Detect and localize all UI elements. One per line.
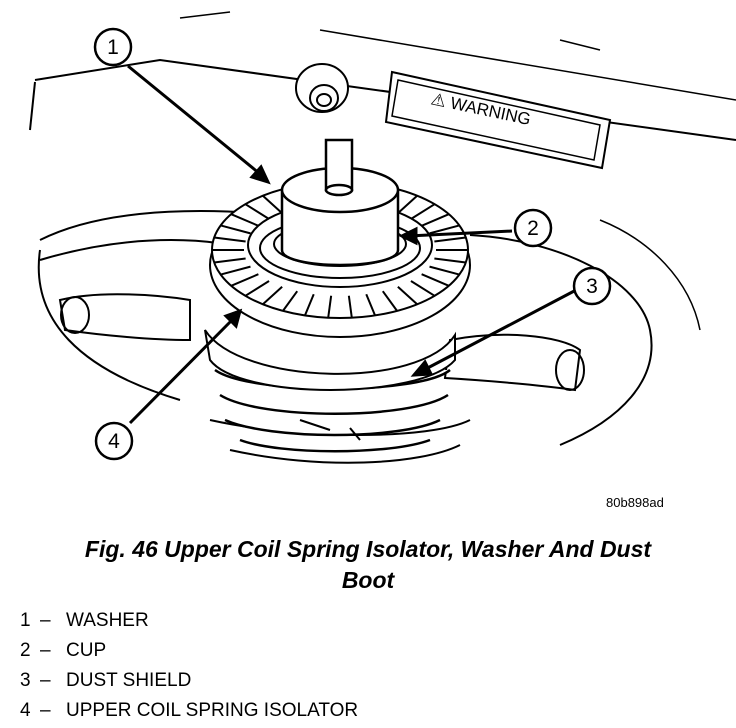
- isolator-tooth: [397, 194, 418, 215]
- isolator-tooth: [410, 203, 436, 220]
- isolator-tooth: [220, 224, 251, 235]
- isolator-tooth: [429, 265, 460, 276]
- legend-label: WASHER: [66, 610, 149, 631]
- callout-3: 3: [572, 266, 612, 306]
- callout-4: 4: [94, 421, 134, 461]
- legend-item: 2–CUP: [20, 636, 720, 666]
- legend-dash: –: [40, 700, 51, 721]
- isolator-tooth: [220, 265, 251, 276]
- legend-dash: –: [40, 670, 51, 691]
- legend-number: 3: [20, 670, 31, 691]
- isolator-tooth: [244, 280, 270, 297]
- isolator-tooth: [262, 285, 283, 306]
- isolator-tooth: [429, 224, 460, 235]
- legend-dash: –: [40, 640, 51, 661]
- legend-number: 1: [20, 610, 31, 631]
- isolator-tooth: [214, 257, 246, 264]
- isolator-tooth: [365, 293, 376, 316]
- parts-legend: 1–WASHER 2–CUP 3–DUST SHIELD 4–UPPER COI…: [20, 606, 720, 726]
- isolator-tooth: [381, 290, 398, 312]
- isolator-tooth: [327, 295, 333, 318]
- legend-item: 3–DUST SHIELD: [20, 666, 720, 696]
- callout-2: 2: [513, 208, 553, 248]
- legend-label: DUST SHIELD: [66, 670, 192, 691]
- caption-line-2: Boot: [341, 567, 395, 593]
- isolator-tooth: [434, 257, 466, 264]
- svg-text:3: 3: [586, 275, 598, 298]
- washer: [280, 138, 400, 267]
- figure-reference-code: 80b898ad: [606, 495, 664, 510]
- legend-label: CUP: [66, 640, 107, 661]
- legend-number: 2: [20, 640, 31, 661]
- legend-dash: –: [40, 610, 51, 631]
- isolator-tooth: [397, 285, 418, 306]
- svg-text:4: 4: [108, 430, 120, 453]
- strut-tower-panel: [29, 11, 736, 141]
- legend-number: 4: [20, 700, 31, 721]
- isolator-tooth: [282, 290, 299, 312]
- svg-text:2: 2: [527, 217, 539, 240]
- isolator-tooth: [347, 295, 353, 318]
- isolator-tooth: [244, 203, 270, 220]
- isolator-tooth: [262, 194, 283, 215]
- isolator-tooth: [410, 280, 436, 297]
- isolator-tooth: [434, 236, 466, 243]
- isolator-tooth: [304, 293, 315, 316]
- spring-isolator-illustration: ⚠ WARNING: [29, 11, 736, 464]
- warning-plate: ⚠ WARNING: [384, 70, 612, 170]
- isolator-tooth: [421, 213, 450, 227]
- stud-nut: [295, 63, 349, 113]
- legend-label: UPPER COIL SPRING ISOLATOR: [66, 700, 359, 721]
- legend-item: 4–UPPER COIL SPRING ISOLATOR: [20, 696, 720, 726]
- legend-item: 1–WASHER: [20, 606, 720, 636]
- caption-line-1: Fig. 46 Upper Coil Spring Isolator, Wash…: [84, 536, 652, 562]
- isolator-tooth: [214, 236, 246, 243]
- callout-1: 1: [93, 27, 133, 67]
- svg-text:1: 1: [107, 36, 119, 59]
- callout-leaders: [127, 64, 579, 425]
- isolator-tooth: [421, 273, 450, 287]
- dust-shield: [204, 329, 456, 391]
- isolator-tooth: [230, 273, 259, 287]
- figure-caption: Fig. 46 Upper Coil Spring Isolator, Wash…: [0, 534, 736, 596]
- isolator-tooth: [230, 213, 259, 227]
